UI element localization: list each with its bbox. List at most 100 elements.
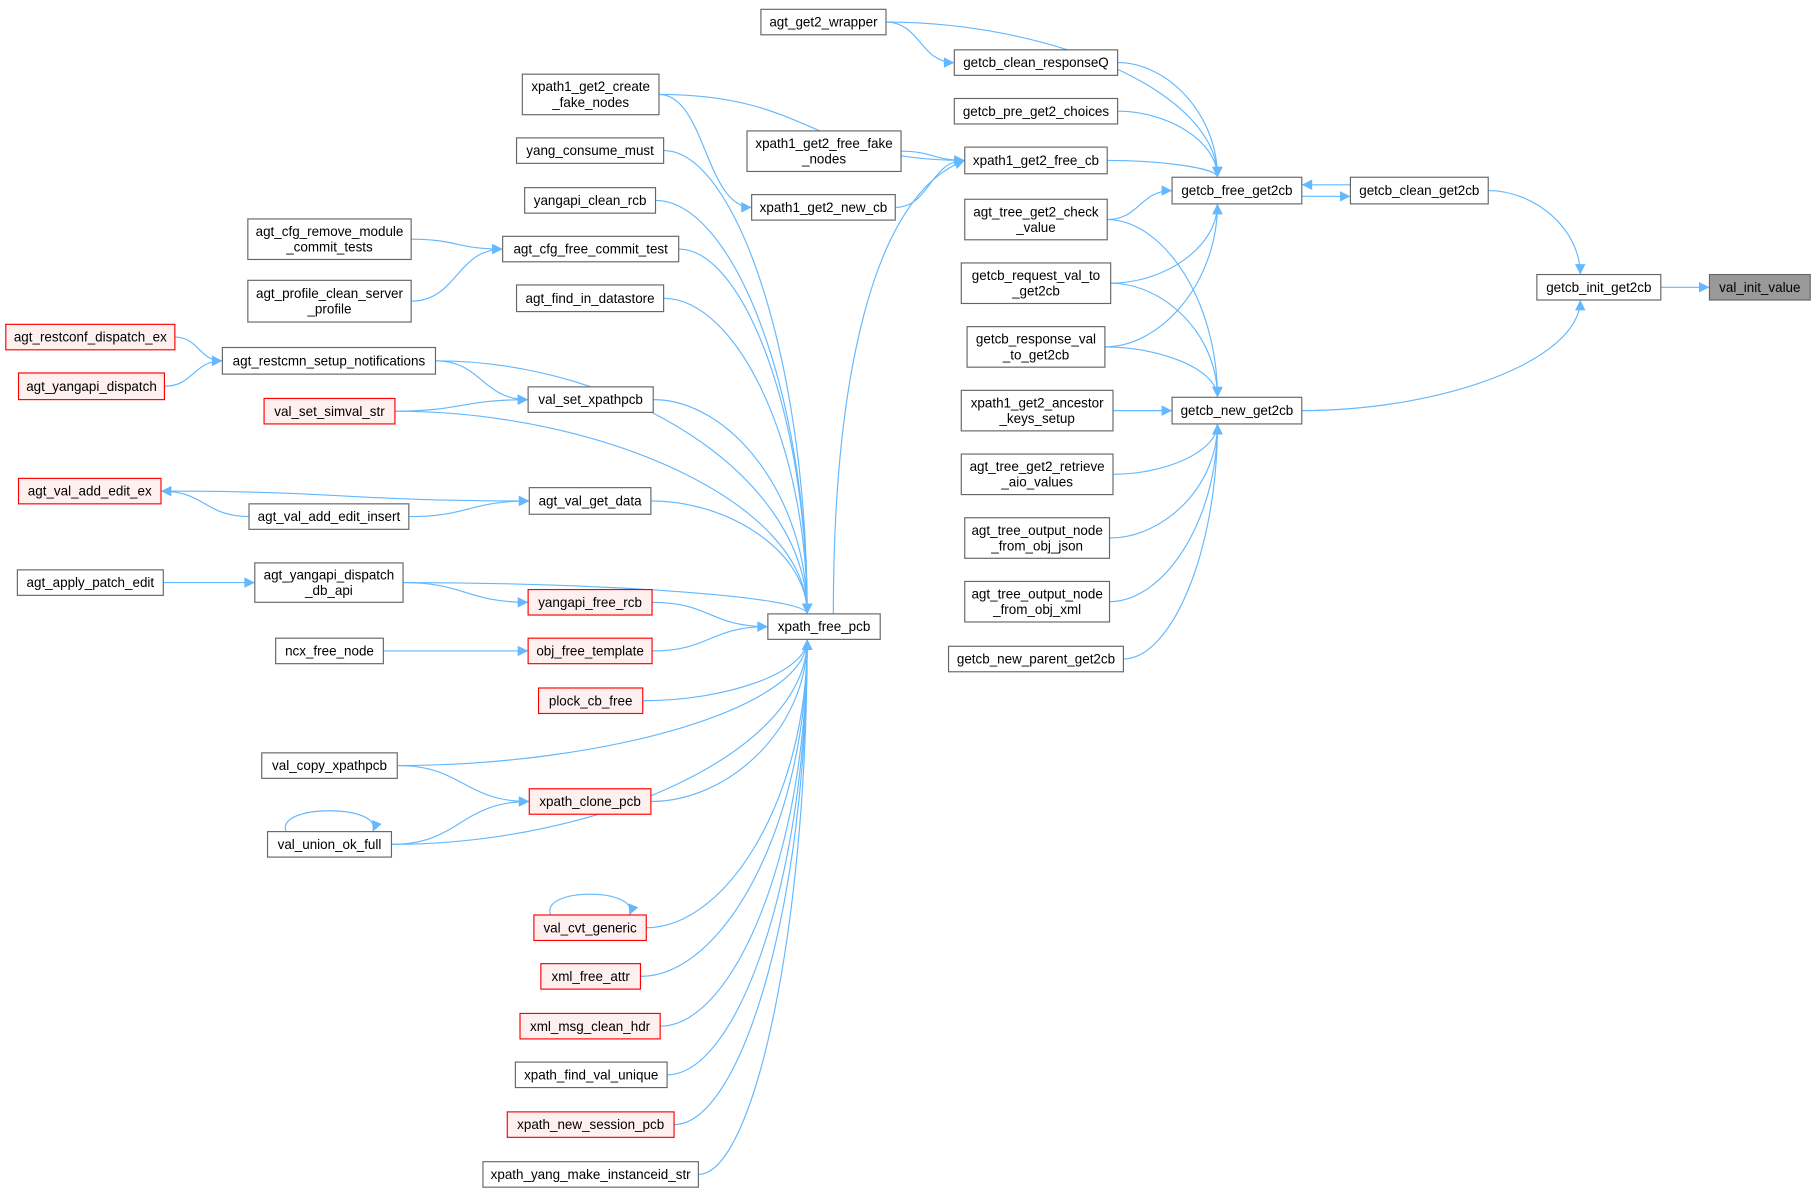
function-node[interactable]: yangapi_clean_rcb xyxy=(524,187,657,214)
node-label: val_set_simval_str xyxy=(274,404,385,419)
node-box xyxy=(506,1111,675,1138)
function-node[interactable]: getcb_request_val_to_get2cb xyxy=(960,262,1112,305)
function-node[interactable]: getcb_new_get2cb xyxy=(1171,396,1303,425)
function-node[interactable]: val_init_value xyxy=(1708,273,1811,301)
node-label: agt_tree_get2_check xyxy=(973,204,1099,219)
call-edge xyxy=(674,639,813,1126)
function-node[interactable]: agt_val_add_edit_ex xyxy=(17,477,162,505)
node-box xyxy=(261,752,398,779)
node-box xyxy=(527,386,654,413)
function-node[interactable]: agt_restconf_dispatch_ex xyxy=(5,323,176,351)
function-node[interactable]: agt_restcmn_setup_notifications xyxy=(221,346,437,375)
node-label: agt_restconf_dispatch_ex xyxy=(14,330,167,345)
node-label: getcb_request_val_to xyxy=(972,268,1100,283)
function-node[interactable]: agt_cfg_free_commit_test xyxy=(502,235,680,263)
function-node[interactable]: xml_free_attr xyxy=(540,963,642,990)
call-edge xyxy=(403,582,813,615)
nodes-layer: val_init_value getcb_init_get2cb getcb_cle… xyxy=(5,8,1811,1188)
edges-layer xyxy=(160,21,1710,1176)
function-node[interactable]: val_union_ok_full xyxy=(266,831,393,858)
function-node[interactable]: plock_cb_free xyxy=(537,687,644,715)
function-node[interactable]: xml_msg_clean_hdr xyxy=(519,1012,661,1040)
function-node[interactable]: xpath1_get2_create_fake_nodes xyxy=(521,73,660,116)
node-label: agt_val_add_edit_insert xyxy=(258,509,401,524)
node-label: getcb_pre_get2_choices xyxy=(963,104,1110,119)
node-label: xpath_clone_pcb xyxy=(539,794,641,809)
node-box xyxy=(964,517,1111,559)
node-box xyxy=(248,503,410,530)
node-label: agt_yangapi_dispatch xyxy=(264,567,395,582)
node-box xyxy=(960,389,1114,432)
call-edge xyxy=(885,21,955,68)
call-edge xyxy=(391,639,813,845)
function-node[interactable]: getcb_clean_get2cb xyxy=(1349,176,1489,205)
node-label: agt_val_get_data xyxy=(539,494,643,509)
function-node[interactable]: agt_find_in_datastore xyxy=(515,284,665,313)
function-node[interactable]: yang_consume_must xyxy=(515,137,665,164)
function-node[interactable]: xpath1_get2_free_cb xyxy=(964,146,1108,175)
node-label: val_set_xpathpcb xyxy=(538,392,642,407)
function-node[interactable]: val_set_xpathpcb xyxy=(527,386,654,413)
node-box xyxy=(515,137,665,164)
function-node[interactable]: xpath1_get2_new_cb xyxy=(751,194,896,221)
function-node[interactable]: val_copy_xpathpcb xyxy=(261,752,398,779)
call-edge xyxy=(1488,189,1586,275)
function-node[interactable]: agt_yangapi_dispatch_db_api xyxy=(254,562,404,603)
call-edge xyxy=(832,159,965,614)
function-node[interactable]: agt_cfg_remove_module_commit_tests xyxy=(247,218,412,261)
call-edge xyxy=(650,500,813,614)
node-box xyxy=(947,645,1124,673)
function-node[interactable]: agt_tree_output_node_from_obj_json xyxy=(964,517,1111,559)
function-node[interactable]: agt_profile_clean_server_profile xyxy=(247,279,412,323)
function-node[interactable]: getcb_clean_responseQ xyxy=(953,49,1119,76)
node-label: _aio_values xyxy=(1000,475,1073,490)
function-node[interactable]: ncx_free_node xyxy=(275,637,384,665)
node-label: agt_find_in_datastore xyxy=(526,291,655,306)
function-node[interactable]: xpath_yang_make_instanceid_str xyxy=(482,1161,699,1188)
node-box xyxy=(528,487,652,515)
function-node[interactable]: agt_get2_wrapper xyxy=(760,8,887,36)
node-label: _fake_nodes xyxy=(551,95,629,110)
call-edge xyxy=(397,765,530,807)
node-box xyxy=(964,198,1108,241)
node-label: xpath1_get2_free_fake xyxy=(755,136,892,151)
function-node[interactable]: agt_val_get_data xyxy=(528,487,652,515)
node-label: getcb_clean_responseQ xyxy=(963,55,1109,70)
call-edge xyxy=(164,355,223,387)
function-node[interactable]: getcb_pre_get2_choices xyxy=(953,97,1119,125)
call-edge xyxy=(1107,185,1173,221)
function-node[interactable]: xpath1_get2_ancestor_keys_setup xyxy=(960,389,1114,432)
call-edge xyxy=(663,150,813,614)
node-box xyxy=(1171,176,1303,205)
node-box xyxy=(964,146,1108,175)
function-node[interactable]: getcb_free_get2cb xyxy=(1171,176,1303,205)
node-label: _value xyxy=(1015,220,1056,235)
node-label: yang_consume_must xyxy=(526,143,654,158)
call-edge xyxy=(658,93,752,213)
function-node[interactable]: agt_tree_output_node_from_obj_xml xyxy=(964,580,1111,623)
function-node[interactable]: getcb_response_val_to_get2cb xyxy=(966,326,1106,368)
function-node[interactable]: xpath_find_val_unique xyxy=(514,1061,668,1089)
function-node[interactable]: val_set_simval_str xyxy=(263,397,396,425)
function-node[interactable]: val_cvt_generic xyxy=(533,914,647,942)
function-node[interactable]: xpath1_get2_free_fake_nodes xyxy=(746,130,902,173)
call-edge xyxy=(411,238,503,255)
function-node[interactable]: agt_yangapi_dispatch xyxy=(17,372,166,401)
node-label: getcb_new_parent_get2cb xyxy=(957,652,1115,667)
function-node[interactable]: agt_val_add_edit_insert xyxy=(248,503,410,530)
function-node[interactable]: agt_tree_get2_retrieve_aio_values xyxy=(960,453,1114,496)
function-node[interactable]: xpath_new_session_pcb xyxy=(506,1111,675,1138)
function-node[interactable]: getcb_init_get2cb xyxy=(1536,273,1662,301)
node-box xyxy=(953,49,1119,76)
function-node[interactable]: agt_tree_get2_check_value xyxy=(964,198,1108,241)
node-label: getcb_new_get2cb xyxy=(1181,403,1294,418)
function-node[interactable]: getcb_new_parent_get2cb xyxy=(947,645,1124,673)
node-label: xpath1_get2_free_cb xyxy=(973,153,1099,168)
function-node[interactable]: yangapi_free_rcb xyxy=(527,588,653,616)
function-node[interactable]: xpath_free_pcb xyxy=(767,613,881,640)
call-edge xyxy=(652,601,768,632)
node-label: yangapi_clean_rcb xyxy=(534,193,647,208)
function-node[interactable]: xpath_clone_pcb xyxy=(528,788,652,815)
function-node[interactable]: agt_apply_patch_edit xyxy=(16,569,164,596)
function-node[interactable]: obj_free_template xyxy=(527,637,653,665)
